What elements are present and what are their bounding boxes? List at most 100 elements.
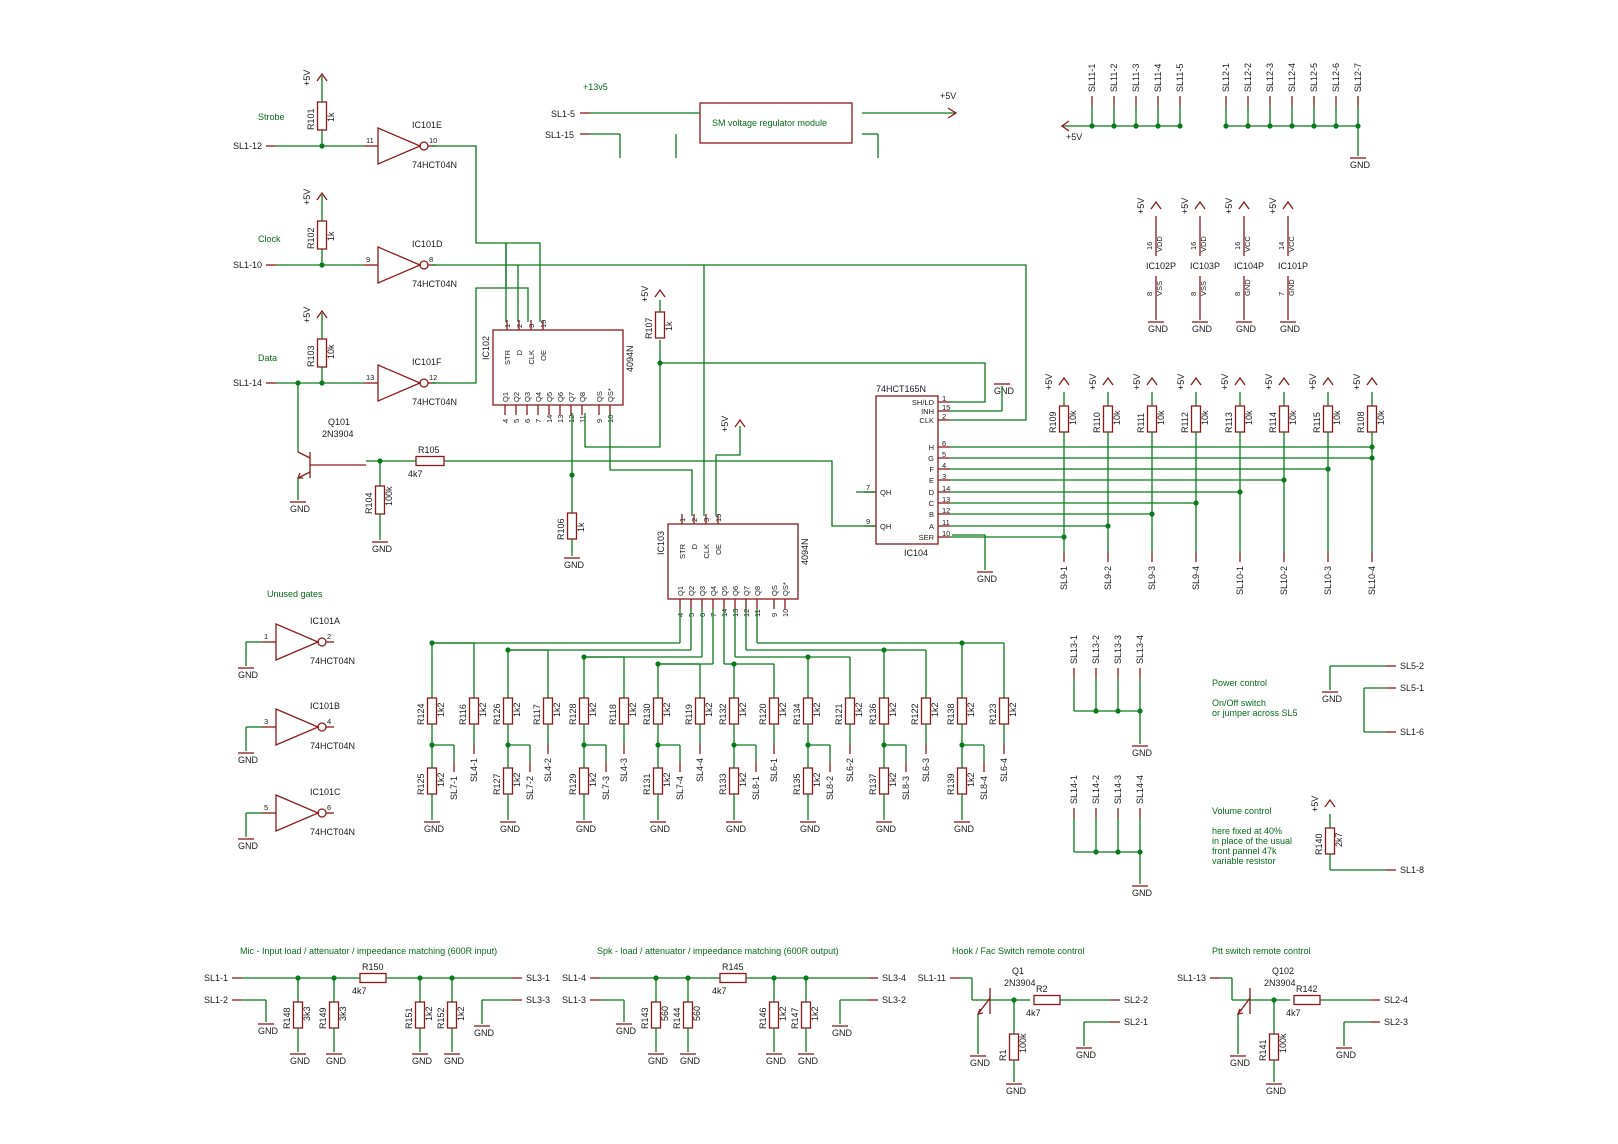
input-connector: SL1-12 [233,141,262,151]
resistor-value: 1k2 [456,1006,466,1021]
gate-name: IC101E [412,120,442,130]
junction [959,640,965,646]
pin-label: Q7 [742,586,751,596]
ic104: 74HCT165N IC104 1SH/LD15INH2CLK6H5G4F3E1… [640,286,1015,584]
pin-label: A [929,522,934,531]
sl11-pin: SL11-1 [1087,64,1097,92]
ic102-name: IC102 [481,336,491,360]
vcc-label: +5V [1220,374,1230,390]
sl-pin: SL1-3 [562,995,586,1005]
vcc-label: +5V [640,286,650,302]
resistor-value: 2k7 [1334,832,1344,847]
resistor-value: 1k2 [1008,702,1018,717]
pin-label: INH [921,407,934,416]
gnd-icon: GND [1322,694,1343,704]
regulator-gnd-pin: SL1-15 [545,130,574,140]
volume-note-2: in place of the usual [1212,836,1292,846]
resistor-name: R109 [1048,411,1058,433]
vcc-label: +5V [1264,374,1274,390]
pin-number: 4 [942,461,946,470]
pin-number: 15 [539,320,548,328]
resistor-name: R108 [1356,411,1366,433]
junction [655,661,661,667]
power-ic-name: IC102P [1146,261,1176,271]
junction [429,640,435,646]
resistor-value: 1k2 [854,702,864,717]
spk-title: Spk - load / attenuator / impeedance mat… [597,946,839,956]
sl-pin: SL10-4 [1367,566,1377,595]
resistor-value: 1k [326,231,336,241]
resistor-value: 1k [576,522,586,532]
transistor-type: 2N3904 [1264,978,1296,988]
emitter-arrow-icon [1236,1008,1244,1015]
pin-number: 3 [264,717,268,726]
sl-pin: SL2-3 [1384,1017,1408,1027]
vcc-arrow-icon [654,288,666,298]
resistor-name: R105 [418,445,440,455]
pin-label: F [929,465,934,474]
resistor-value: 10k [326,344,336,359]
resistor-value: 10k [1332,410,1342,425]
vcc-label: +5V [1088,374,1098,390]
resistor-value: 1k2 [662,772,672,787]
gnd-icon: GND [876,824,897,834]
resistor-name: R139 [946,773,956,795]
vcc-arrow-icon [1194,200,1206,210]
gnd-icon: GND [372,544,393,554]
sl-pin: SL1-6 [1400,727,1424,737]
resistor-value: 1k2 [778,1006,788,1021]
resistor-value: 1k2 [588,772,598,787]
gnd-icon: GND [970,1058,991,1068]
pin-label: Q8 [578,392,587,402]
sl12-pin: SL12-3 [1265,63,1275,92]
emitter-arrow-icon [976,1008,984,1015]
sl-pin: SL9-1 [1059,566,1069,590]
vcc-arrow-icon [316,72,328,82]
power-ic-name: IC101P [1278,261,1308,271]
vcc-label: +5V [1132,374,1142,390]
gate-type: 74HCT04N [412,397,457,407]
junction [581,654,587,660]
pin-label: STR [678,543,687,559]
pin-label: GND [1243,279,1252,296]
regulator-label: SM voltage regulator module [712,118,827,128]
gnd-icon: GND [726,824,747,834]
resistor-name: R135 [792,773,802,795]
resistor-name: R119 [684,704,694,725]
pin-label: Q3 [523,392,532,402]
sl-pin: SL1-13 [1177,973,1206,983]
resistor-value: 1k2 [588,702,598,717]
junction [731,661,737,667]
ic104-name: IC104 [904,548,928,558]
sl-pin: SL1-1 [204,973,228,983]
volume-note-3: front pannel 47k [1212,846,1277,856]
resistor-name: R125 [416,773,426,795]
pin-label: CLK [527,350,536,365]
sl-pin: SL2-1 [1124,1017,1148,1027]
resistor-value: 3k3 [302,1006,312,1021]
pin-label: Q3 [698,586,707,596]
pin-number: 3 [527,324,536,328]
pin-label: VDD [1199,236,1208,252]
sl-pin: SL3-1 [526,973,550,983]
vcc-arrow-icon [1238,200,1250,210]
ptt-title: Ptt switch remote control [1212,946,1311,956]
pin-number: 7 [534,419,543,423]
pin-label: D [690,543,699,549]
pin-number: 2 [515,324,524,328]
pin-number: 1 [503,324,512,328]
resistor-value: 1k2 [810,1006,820,1021]
resistor-name: R112 [1180,412,1190,433]
ic103: IC103 4094N 1STR2D3CLK15OEQ14Q25Q36Q47Q5… [656,514,810,617]
resistor-value: 10k [1068,410,1078,425]
gate-type: 74HCT04N [310,656,355,666]
pin-number: 13 [366,373,374,382]
pin-label: Q1 [501,392,510,402]
resistor-name: R103 [306,345,316,367]
resistor-name: R106 [556,518,566,540]
pin-number: 12 [429,373,437,382]
sl-pin: SL13-4 [1135,635,1145,664]
resistor-value: 10k [1112,410,1122,425]
